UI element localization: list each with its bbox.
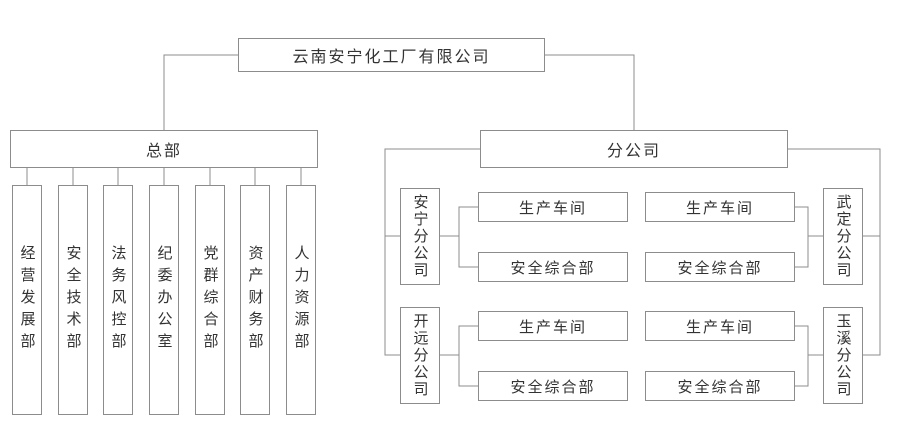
unit-box-yuxi-safety: 安全综合部 (645, 371, 795, 401)
department-box-2: 法务风控部 (103, 185, 133, 415)
unit-box-anning-workshop: 生产车间 (478, 192, 628, 222)
wire-yuxi-units (795, 325, 823, 387)
unit-box-wuding-workshop: 生产车间 (645, 192, 795, 222)
branch-company-wuding: 武定分公司 (823, 188, 863, 285)
department-box-1: 安全技术部 (58, 185, 88, 415)
wire-division-right-branch (788, 148, 881, 356)
wire-kaiyuan-units (440, 325, 478, 387)
branch-division-node: 分公司 (480, 130, 788, 168)
department-box-0: 经营发展部 (12, 185, 42, 415)
unit-box-yuxi-workshop: 生产车间 (645, 311, 795, 341)
unit-box-kaiyuan-workshop: 生产车间 (478, 311, 628, 341)
wire-wuding-units (795, 206, 823, 268)
department-box-4: 党群综合部 (195, 185, 225, 415)
department-box-6: 人力资源部 (286, 185, 316, 415)
headquarters-node: 总部 (10, 130, 318, 168)
wire-hq-to-departments (26, 168, 302, 185)
unit-box-kaiyuan-safety: 安全综合部 (478, 371, 628, 401)
wire-root-to-division (545, 54, 635, 130)
department-box-5: 资产财务部 (240, 185, 270, 415)
branch-company-yuxi: 玉溪分公司 (823, 307, 863, 404)
wire-division-left-branch (384, 148, 480, 356)
wire-anning-units (440, 206, 478, 268)
branch-company-kaiyuan: 开远分公司 (400, 307, 440, 404)
wire-root-to-hq (163, 54, 238, 130)
unit-box-anning-safety: 安全综合部 (478, 252, 628, 282)
branch-company-anning: 安宁分公司 (400, 188, 440, 285)
department-box-3: 纪委办公室 (149, 185, 179, 415)
root-company-node: 云南安宁化工厂有限公司 (238, 38, 545, 72)
unit-box-wuding-safety: 安全综合部 (645, 252, 795, 282)
